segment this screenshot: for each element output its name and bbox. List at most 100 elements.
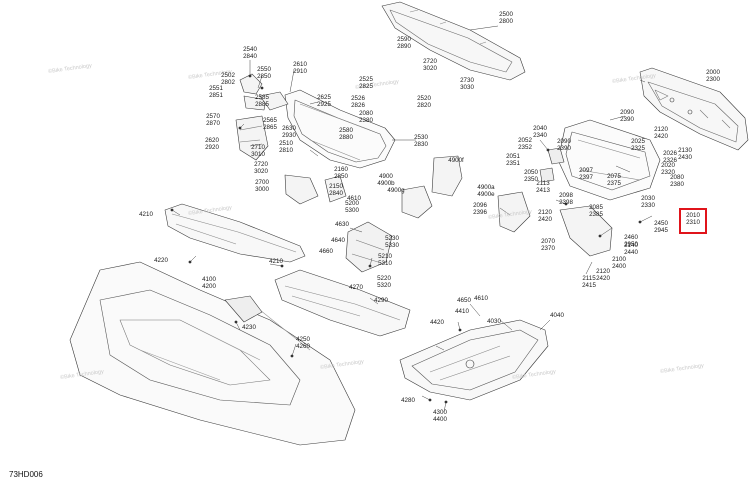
part-callout: 2500 2800 xyxy=(499,11,513,25)
part-callout: 2520 2820 xyxy=(417,95,431,109)
part-callout: 4300 4400 xyxy=(433,409,447,423)
part-callout: 2052 2352 xyxy=(518,137,532,151)
part-callout: 4210 xyxy=(269,258,283,265)
part-callout: 2580 2880 xyxy=(339,127,353,141)
part-callout: 2625 2925 xyxy=(317,94,331,108)
selected-part-highlight xyxy=(679,208,707,234)
rocker-panel-left xyxy=(164,203,306,263)
part-callout: 4630 xyxy=(335,221,349,228)
door-panel-upper xyxy=(381,1,526,81)
part-callout: 4290 xyxy=(374,297,388,304)
part-callout: 2120 2420 xyxy=(654,126,668,140)
part-callout: 2085 2385 xyxy=(589,204,603,218)
part-callout: 4410 xyxy=(455,308,469,315)
part-callout: 4280 xyxy=(401,397,415,404)
part-callout: 4900f xyxy=(448,157,464,164)
part-callout: 2040 2340 xyxy=(533,125,547,139)
part-callout: 2525 2825 xyxy=(359,76,373,90)
part-callout: 4210 xyxy=(139,211,153,218)
part-callout: 2450 2945 xyxy=(654,220,668,234)
part-callout: 4250 4260 xyxy=(296,336,310,350)
part-callout: 2620 2920 xyxy=(205,137,219,151)
part-callout: 2460 2950 xyxy=(624,234,638,248)
part-callout: 2502 2802 xyxy=(221,72,235,86)
part-callout: 4610 xyxy=(347,195,361,202)
part-callout: 4640 xyxy=(331,237,345,244)
door-trim-parts-left xyxy=(235,73,289,161)
part-callout: 2000 2300 xyxy=(706,69,720,83)
part-callout: 2610 2910 xyxy=(293,61,307,75)
diagram-code: 73HD006 xyxy=(9,470,43,479)
part-callout: 4100 4200 xyxy=(202,276,216,290)
part-callout: 2710 3010 xyxy=(251,144,265,158)
door-handle-parts xyxy=(284,147,613,257)
fasteners xyxy=(170,74,642,404)
door-frame-right xyxy=(557,119,661,201)
part-callout: 2570 2870 xyxy=(206,113,220,127)
part-callout: 4650 xyxy=(457,297,471,304)
part-callout: 2030 2330 xyxy=(641,195,655,209)
part-callout: 2551 2851 xyxy=(209,85,223,99)
part-callout: 2140 2440 xyxy=(624,242,638,256)
rocker-panel-center xyxy=(274,269,411,337)
part-callout: 2026 2326 xyxy=(663,150,677,164)
part-callout: 2080 2380 xyxy=(359,110,373,124)
part-callout: 2510 2810 xyxy=(279,140,293,154)
part-callout: 2090 2390 xyxy=(620,109,634,123)
part-callout: 4040 xyxy=(550,312,564,319)
part-callout: 2010 2310 xyxy=(686,212,700,226)
part-callout: 2115 2415 xyxy=(582,275,596,289)
part-callout: 2120 2420 xyxy=(596,268,610,282)
part-callout: 2530 2830 xyxy=(414,134,428,148)
part-callout: 2590 2890 xyxy=(397,36,411,50)
part-callout: 4900g xyxy=(387,187,405,194)
center-bracket xyxy=(345,221,393,273)
part-callout: 2526 2826 xyxy=(351,95,365,109)
part-callout: 5230 5330 xyxy=(385,235,399,249)
part-callout: 5200 5300 xyxy=(345,200,359,214)
part-callout: 4420 xyxy=(430,319,444,326)
skid-plate-rear xyxy=(399,319,549,401)
part-callout: 2025 2325 xyxy=(631,138,645,152)
part-callout: 2630 2930 xyxy=(282,125,296,139)
part-callout: 2113 2413 xyxy=(536,180,550,194)
part-callout: 2540 2840 xyxy=(243,46,257,60)
part-callout: 2730 3030 xyxy=(460,77,474,91)
part-callout: 2160 2850 xyxy=(334,166,348,180)
part-callout: 2090 2390 xyxy=(557,138,571,152)
part-callout: 4220 xyxy=(154,257,168,264)
part-callout: 4660 xyxy=(319,248,333,255)
part-callout: 2565 2865 xyxy=(263,117,277,131)
floor-pan xyxy=(69,261,356,446)
part-callout: 4900 4900b xyxy=(377,173,395,187)
part-callout: 2075 2375 xyxy=(607,173,621,187)
part-callout: 2720 3020 xyxy=(254,161,268,175)
leader-lines xyxy=(171,25,653,413)
part-callout: 5210 5310 xyxy=(378,253,392,267)
part-callout: 4610 xyxy=(474,295,488,302)
part-callout: 4030 xyxy=(487,318,501,325)
part-callout: 2050 2350 xyxy=(524,169,538,183)
part-callout: 2097 2397 xyxy=(579,167,593,181)
part-callout: 2100 2400 xyxy=(612,256,626,270)
part-callout: 2070 2370 xyxy=(541,238,555,252)
part-callout: 4230 xyxy=(242,324,256,331)
part-callout: 2150 2840 xyxy=(329,183,343,197)
part-callout: 2130 2430 xyxy=(678,147,692,161)
part-callout: 2120 2420 xyxy=(538,209,552,223)
part-callout: 2080 2380 xyxy=(670,174,684,188)
part-callout: 2096 2396 xyxy=(473,202,487,216)
part-callout: 2550 2850 xyxy=(257,66,271,80)
part-callout: 2051 2351 xyxy=(506,153,520,167)
part-callout: 5220 5320 xyxy=(377,275,391,289)
part-callout: 4270 xyxy=(349,284,363,291)
part-callout: 2720 3020 xyxy=(423,58,437,72)
part-callout: 2098 2398 xyxy=(559,192,573,206)
side-panel-right xyxy=(639,67,749,151)
part-callout: 2585 2885 xyxy=(255,94,269,108)
door-frame-left xyxy=(284,89,396,169)
part-callout: 2700 3000 xyxy=(255,179,269,193)
part-callout: 2020 2320 xyxy=(661,162,675,176)
